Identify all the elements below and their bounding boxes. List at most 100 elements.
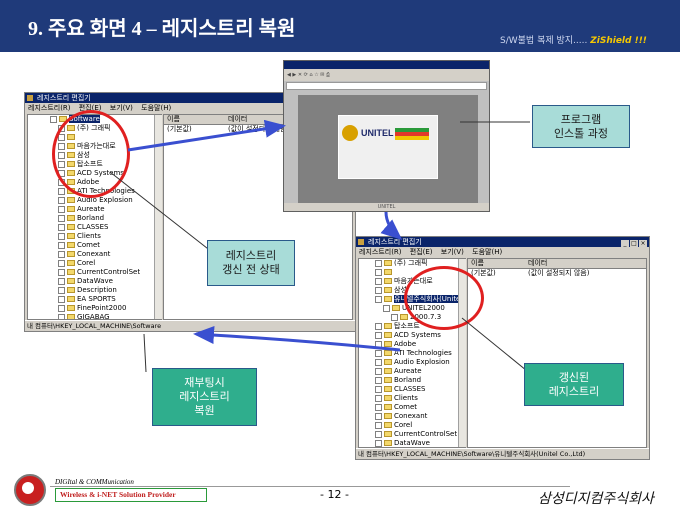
tree-node[interactable]: 삼성 xyxy=(375,286,465,295)
expand-icon[interactable] xyxy=(391,313,398,321)
highlight-circle-before xyxy=(52,110,130,198)
tree-node[interactable]: Corel xyxy=(375,421,465,430)
menu-edit[interactable]: 편집(E) xyxy=(78,104,102,112)
folder-icon xyxy=(384,440,392,446)
expand-icon[interactable] xyxy=(58,304,65,312)
folder-icon xyxy=(67,215,75,221)
expand-icon[interactable] xyxy=(58,286,65,294)
right-window-titlebar[interactable]: 레지스트리 편집기 _□× xyxy=(356,237,649,247)
right-tree-scrollbar[interactable] xyxy=(458,259,466,447)
expand-icon[interactable] xyxy=(375,367,382,375)
callout-install: 프로그램 인스톨 과정 xyxy=(532,105,630,148)
left-tree-scrollbar[interactable] xyxy=(154,115,162,319)
tree-node[interactable]: CLASSES xyxy=(375,385,465,394)
expand-icon[interactable] xyxy=(375,403,382,411)
tree-node[interactable]: Comet xyxy=(50,241,161,250)
expand-icon[interactable] xyxy=(375,430,382,438)
col-data[interactable]: 데이터 xyxy=(228,115,248,123)
expand-icon[interactable] xyxy=(375,268,382,276)
tree-node[interactable]: DataWave xyxy=(375,439,465,447)
folder-icon xyxy=(67,287,75,293)
expand-icon[interactable] xyxy=(375,286,382,294)
tree-node[interactable]: 탑소프트 xyxy=(375,322,465,331)
expand-icon[interactable] xyxy=(375,331,382,339)
folder-icon xyxy=(384,413,392,419)
expand-icon[interactable] xyxy=(58,277,65,285)
tree-node[interactable]: Comet xyxy=(375,403,465,412)
expand-icon[interactable] xyxy=(383,304,390,312)
tree-node[interactable]: Conexant xyxy=(50,250,161,259)
menu-help[interactable]: 도움말(H) xyxy=(141,104,172,112)
tree-node[interactable]: ATI Technologies xyxy=(375,349,465,358)
minimize-icon[interactable]: _ xyxy=(621,240,629,247)
tree-node[interactable]: Corel xyxy=(50,259,161,268)
tree-node[interactable]: Description xyxy=(50,286,161,295)
expand-icon[interactable] xyxy=(375,259,382,267)
expand-icon[interactable] xyxy=(375,349,382,357)
tree-node[interactable]: Audio Explosion xyxy=(375,358,465,367)
callout-before-line2: 갱신 전 상태 xyxy=(222,263,280,276)
expand-icon[interactable] xyxy=(58,232,65,240)
right-value-list[interactable]: 이름 데이터 (기본값) (값이 설정되지 않음) xyxy=(467,258,647,448)
tree-node[interactable] xyxy=(375,268,465,277)
menu-help[interactable]: 도움말(H) xyxy=(472,248,503,256)
menu-edit[interactable]: 편집(E) xyxy=(409,248,433,256)
menu-view[interactable]: 보기(V) xyxy=(440,248,464,256)
tree-node[interactable]: EA SPORTS xyxy=(50,295,161,304)
left-window-titlebar[interactable]: 레지스트리 편집기 xyxy=(25,93,355,103)
expand-icon[interactable] xyxy=(375,295,382,303)
tree-node[interactable]: Aureate xyxy=(375,367,465,376)
value-data: (값이 설정되지 않음) xyxy=(528,269,590,277)
tree-node-label: 탑소프트 xyxy=(394,322,420,330)
expand-icon[interactable] xyxy=(58,187,65,195)
tree-node[interactable]: Clients xyxy=(50,232,161,241)
expand-icon[interactable] xyxy=(58,205,65,213)
menu-registry[interactable]: 레지스트리(R) xyxy=(359,248,402,256)
tree-node[interactable]: CurrentControlSet xyxy=(375,430,465,439)
tree-node[interactable]: ACD Systems xyxy=(375,331,465,340)
expand-icon[interactable] xyxy=(58,259,65,267)
expand-icon[interactable] xyxy=(58,268,65,276)
tree-node[interactable]: Clients xyxy=(375,394,465,403)
expand-icon[interactable] xyxy=(375,439,382,447)
expand-icon[interactable] xyxy=(375,421,382,429)
tree-node[interactable]: Borland xyxy=(375,376,465,385)
menu-registry[interactable]: 레지스트리(R) xyxy=(28,104,71,112)
expand-icon[interactable] xyxy=(375,376,382,384)
expand-icon[interactable] xyxy=(58,223,65,231)
expand-icon[interactable] xyxy=(375,358,382,366)
col-name[interactable]: 이름 xyxy=(471,259,484,267)
col-data[interactable]: 데이터 xyxy=(528,259,548,267)
tree-node[interactable]: Borland xyxy=(50,214,161,223)
install-logo: UNITEL xyxy=(361,128,394,138)
tree-node[interactable]: CurrentControlSet xyxy=(50,268,161,277)
tree-node[interactable]: FinePoint2000 xyxy=(50,304,161,313)
expand-icon[interactable] xyxy=(58,214,65,222)
list-header: 이름 데이터 xyxy=(468,259,646,269)
tree-node[interactable]: GIGABAG xyxy=(50,313,161,319)
expand-icon[interactable] xyxy=(375,385,382,393)
page-number: - 12 - xyxy=(320,488,349,501)
expand-icon[interactable] xyxy=(50,115,57,123)
expand-icon[interactable] xyxy=(58,196,65,204)
regedit-icon xyxy=(27,95,33,101)
expand-icon[interactable] xyxy=(58,241,65,249)
list-row[interactable]: (기본값) (값이 설정되지 않음) xyxy=(468,269,646,278)
tree-node[interactable]: DataWave xyxy=(50,277,161,286)
expand-icon[interactable] xyxy=(58,313,65,319)
tree-node[interactable]: (주) 그래픽 xyxy=(375,259,465,268)
expand-icon[interactable] xyxy=(375,277,382,285)
maximize-icon[interactable]: □ xyxy=(630,240,638,247)
col-name[interactable]: 이름 xyxy=(167,115,180,123)
tree-node[interactable]: CLASSES xyxy=(50,223,161,232)
tree-node[interactable]: Aureate xyxy=(50,205,161,214)
expand-icon[interactable] xyxy=(375,394,382,402)
expand-icon[interactable] xyxy=(58,295,65,303)
tree-node[interactable]: Audio Explosion xyxy=(50,196,161,205)
close-icon[interactable]: × xyxy=(639,240,647,247)
menu-view[interactable]: 보기(V) xyxy=(109,104,133,112)
expand-icon[interactable] xyxy=(375,412,382,420)
expand-icon[interactable] xyxy=(375,322,382,330)
tree-node[interactable]: Conexant xyxy=(375,412,465,421)
expand-icon[interactable] xyxy=(58,250,65,258)
